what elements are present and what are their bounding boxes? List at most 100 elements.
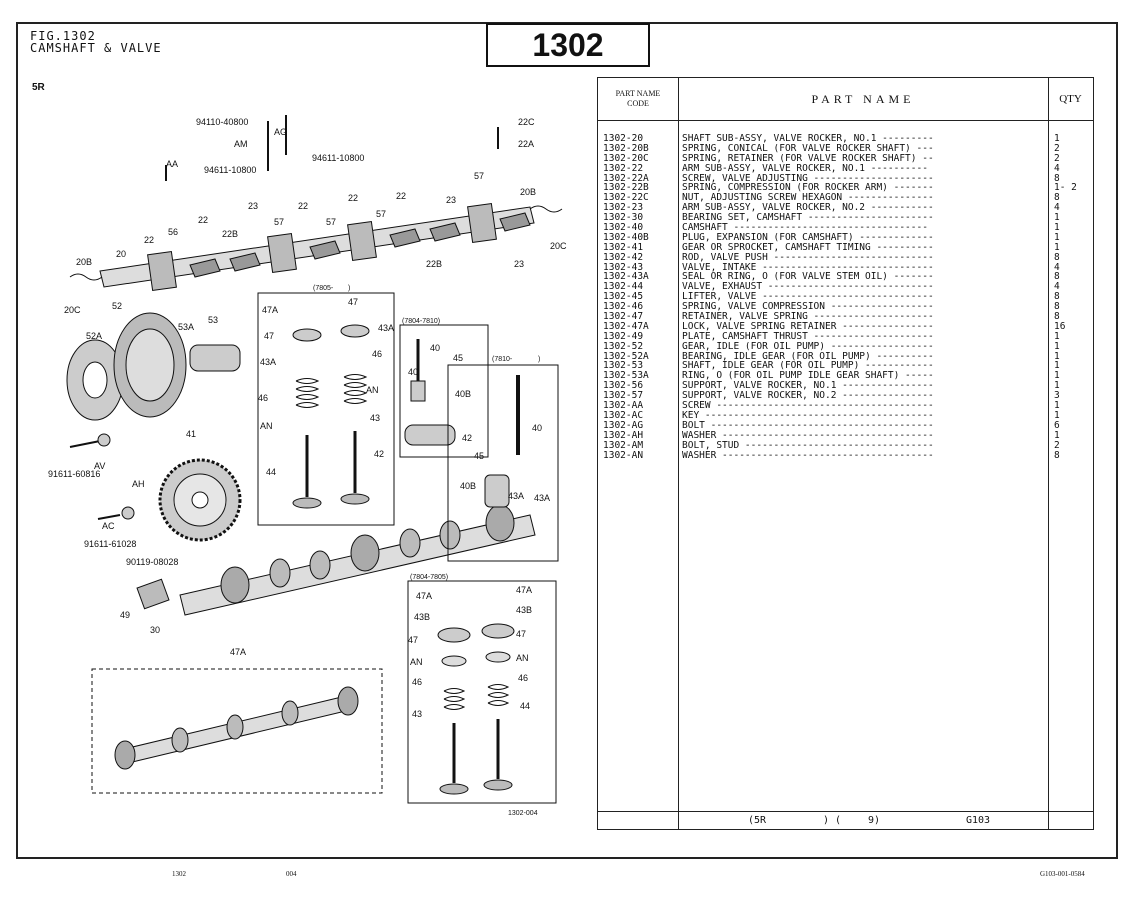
- callout-label: 53A: [178, 322, 194, 332]
- callout-label: 43A: [260, 357, 276, 367]
- part-code-cell: 1302-43: [603, 261, 644, 273]
- page-footer-left: 1302: [172, 870, 186, 878]
- part-name-cell: RING, O (FOR OIL PUMP IDLE GEAR SHAFT) -…: [682, 371, 934, 382]
- qty-cell: 1: [1054, 222, 1060, 234]
- column-divider: [1048, 120, 1049, 829]
- footer-model: (5R: [748, 815, 767, 826]
- header-qty: QTY: [1059, 93, 1082, 105]
- qty-cell: 1: [1054, 133, 1060, 144]
- qty-cell: 1: [1054, 429, 1060, 441]
- part-name-cell: WASHER ---------------------------------…: [682, 430, 934, 441]
- part-name-cell: SPRING, RETAINER (FOR VALVE ROCKER SHAFT…: [682, 153, 934, 164]
- callout-label: 57: [326, 217, 336, 227]
- callout-label: 22: [144, 235, 154, 245]
- callout-label: AN: [260, 421, 273, 431]
- callout-label: 47: [516, 629, 526, 639]
- table-row: 1302-AC KEY -----------------------------…: [598, 411, 1093, 421]
- table-row: 1302-40B PLUG, EXPANSION (FOR CAMSHAFT) -…: [598, 233, 1093, 243]
- callout-label: AH: [132, 479, 145, 489]
- callout-label: 30: [150, 625, 160, 635]
- callout-label: 20C: [64, 305, 81, 315]
- qty-cell: 8: [1054, 449, 1060, 461]
- part-name-cell: LOCK, VALVE SPRING RETAINER ------------…: [682, 321, 934, 332]
- callout-label: 23: [248, 201, 258, 211]
- callout-label: 43: [412, 709, 422, 719]
- callout-label: 20B: [520, 187, 536, 197]
- callout-label: 42: [374, 449, 384, 459]
- qty-cell: 2: [1054, 152, 1060, 164]
- callout-label: AN: [516, 653, 529, 663]
- figure-number: FIG.1302: [30, 29, 96, 43]
- callout-label: 22C: [518, 117, 535, 127]
- callout-label: 90119-08028: [126, 557, 178, 567]
- page-footer-mid: 004: [286, 870, 297, 878]
- callout-label: 22: [298, 201, 308, 211]
- part-name-cell: SPRING, CONICAL (FOR VALVE ROCKER SHAFT)…: [682, 143, 934, 154]
- callout-label: AN: [366, 385, 379, 395]
- part-code-cell: 1302-40: [603, 222, 644, 234]
- qty-cell: 3: [1054, 390, 1060, 402]
- part-name-cell: GEAR OR SPROCKET, CAMSHAFT TIMING ------…: [682, 242, 934, 253]
- callout-label: AN: [410, 657, 423, 667]
- callout-label: 43A: [508, 491, 524, 501]
- callout-label: 43B: [516, 605, 532, 615]
- qty-cell: 1: [1054, 370, 1060, 382]
- callout-label: AA: [166, 159, 178, 169]
- qty-cell: 1: [1054, 330, 1060, 342]
- qty-cell: 8: [1054, 172, 1060, 184]
- callout-label: 47A: [230, 647, 246, 657]
- table-row: 1302-AH WASHER --------------------------…: [598, 429, 1093, 441]
- part-name-cell: SPRING, COMPRESSION (FOR ROCKER ARM) ---…: [682, 183, 934, 194]
- qty-cell: 2: [1054, 439, 1060, 451]
- part-code-cell: 1302-22A: [603, 172, 649, 184]
- box-1-range: (7805-: [313, 285, 334, 292]
- part-name-cell: SCREW, VALVE ADJUSTING -----------------…: [682, 173, 934, 184]
- box-1-range-close: ): [348, 285, 350, 292]
- part-name-cell: RETAINER, VALVE SPRING -----------------…: [682, 312, 934, 322]
- sheet-number-box: 1302: [486, 23, 650, 67]
- callout-label: 53: [208, 315, 218, 325]
- part-code-cell: 1302-AG: [603, 419, 644, 431]
- callout-label: 23: [514, 259, 524, 269]
- figure-heading: FIG.1302 CAMSHAFT & VALVE: [30, 30, 162, 54]
- valve-box-1: [257, 292, 395, 526]
- callout-label: 49: [120, 610, 130, 620]
- qty-cell: 4: [1054, 261, 1060, 273]
- part-name-cell: PLUG, EXPANSION (FOR CAMSHAFT) ---------…: [682, 232, 934, 243]
- part-code-cell: 1302-AC: [603, 409, 644, 421]
- part-name-cell: VALVE, INTAKE --------------------------…: [682, 262, 934, 273]
- table-footer: (5R ) ( 9) G103: [598, 811, 1093, 829]
- callout-label: 22B: [426, 259, 442, 269]
- callout-label: 57: [274, 217, 284, 227]
- header-part-name: PART NAME: [678, 78, 1049, 120]
- part-code-cell: 1302-43A: [603, 271, 649, 283]
- part-code-cell: 1302-AH: [603, 429, 644, 441]
- exploded-parts-diagram: 94110-40800AGAM94611-1080094611-10800AA2…: [48, 115, 567, 817]
- qty-cell: 1: [1054, 380, 1060, 392]
- callout-label: 22: [396, 191, 406, 201]
- footer-separator: ) (: [823, 815, 842, 826]
- part-name-cell: KEY ------------------------------------…: [682, 410, 934, 421]
- callout-label: 94611-10800: [312, 153, 364, 163]
- part-name-cell: WASHER ---------------------------------…: [682, 450, 934, 461]
- part-code-cell: 1302-40B: [603, 231, 649, 243]
- part-name-cell: SCREW ----------------------------------…: [682, 401, 934, 411]
- part-code-cell: 1302-57: [603, 390, 644, 402]
- valve-box-4: [407, 580, 557, 804]
- part-name-cell: CAMSHAFT -------------------------------…: [682, 223, 928, 233]
- part-code-cell: 1302-53A: [603, 370, 649, 382]
- figure-title: CAMSHAFT & VALVE: [30, 41, 162, 55]
- callout-label: 40: [408, 367, 418, 377]
- footer-ref: G103: [966, 815, 991, 826]
